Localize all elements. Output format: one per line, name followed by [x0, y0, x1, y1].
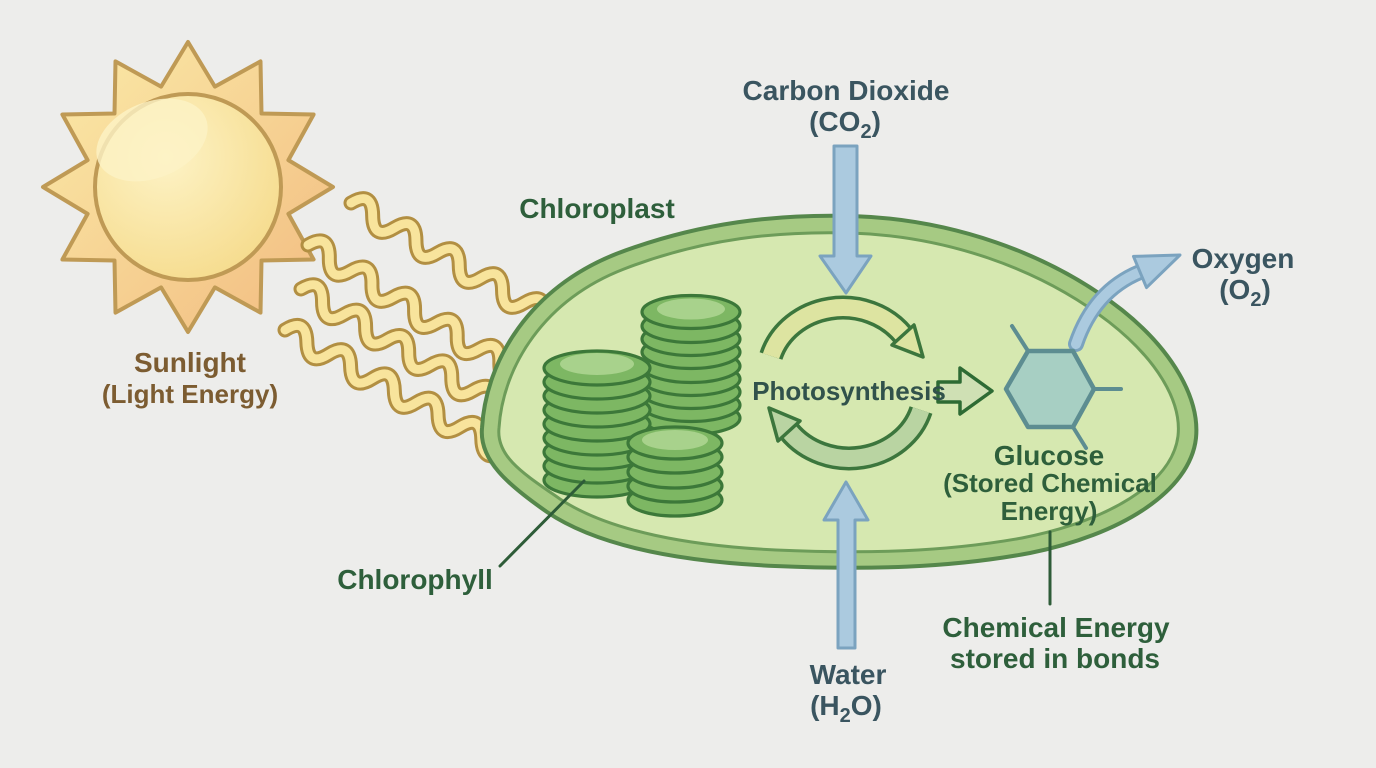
glucose-label: Glucose [994, 440, 1104, 471]
oxygen-arrowhead-icon [1132, 253, 1182, 290]
chemical-energy-label-1: Chemical Energy [942, 612, 1170, 643]
water-formula: (H2O) [810, 690, 882, 727]
oxygen-formula: (O2) [1219, 274, 1271, 311]
glucose-hexagon-icon [1003, 324, 1123, 450]
glucose-bond [1010, 324, 1030, 353]
photosynthesis-cycle-bottom-arrow [767, 405, 933, 471]
glucose-sublabel-2: Energy) [1001, 496, 1098, 526]
cycle-arrowhead-icon [767, 406, 802, 443]
sun-highlight [96, 98, 208, 182]
cycle-arrowhead-icon [890, 323, 925, 359]
thylakoid-disc-highlight [560, 353, 634, 375]
chemical-energy-label-2: stored in bonds [950, 643, 1160, 674]
glucose-sublabel-1: (Stored Chemical [943, 468, 1157, 498]
sunlight-sublabel: (Light Energy) [102, 379, 278, 409]
sun-icon [41, 40, 335, 334]
chlorophyll-leader-line [498, 479, 586, 568]
photosynthesis-cycle-top-arrow [759, 295, 925, 361]
sunlight-label: Sunlight [134, 347, 246, 378]
thylakoid-stack-back [640, 293, 742, 437]
oxygen-label: Oxygen [1192, 243, 1295, 274]
carbon-dioxide-formula: (CO2) [809, 106, 881, 143]
carbon-dioxide-label: Carbon Dioxide [743, 75, 950, 106]
photosynthesis-label: Photosynthesis [752, 376, 946, 406]
glucose-product-arrow [936, 366, 994, 416]
chlorophyll-label: Chlorophyll [337, 564, 493, 595]
co2-arrow [818, 144, 873, 295]
thylakoid-disc-highlight [657, 298, 725, 320]
chloroplast-label: Chloroplast [519, 193, 675, 224]
thylakoid-stack-front [626, 425, 724, 518]
thylakoid-stack-left [542, 349, 652, 499]
water-label: Water [810, 659, 887, 690]
water-arrow [822, 480, 870, 650]
glucose-bond [1071, 425, 1088, 450]
oxygen-arrow [1068, 253, 1182, 352]
thylakoid-disc-highlight [642, 430, 708, 450]
